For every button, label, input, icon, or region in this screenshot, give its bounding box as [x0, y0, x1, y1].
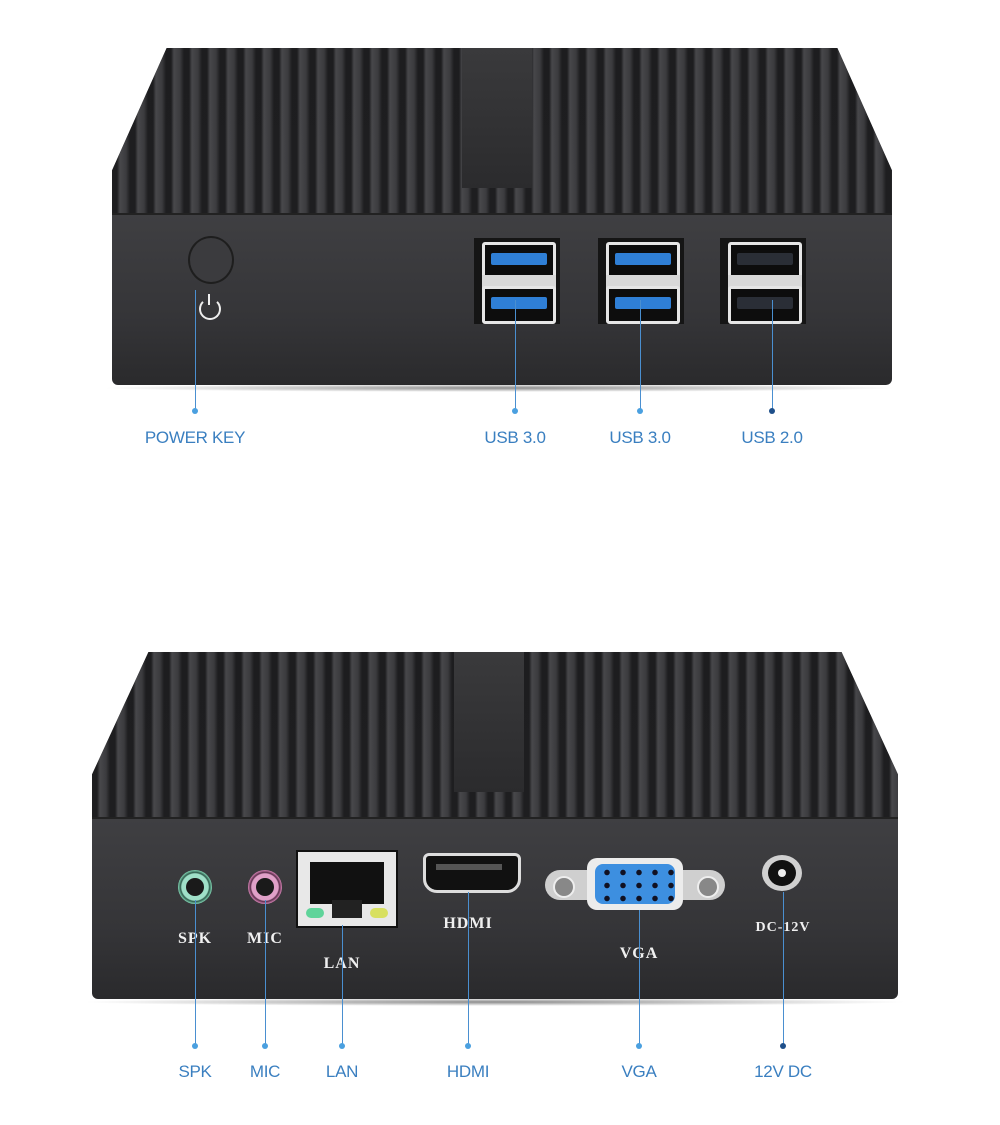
- heatsink-center-bar: [454, 652, 524, 792]
- callout-hdmi: HDMI: [446, 1062, 490, 1081]
- callout-12v-dc: 12V DC: [754, 1062, 812, 1081]
- mic-jack: [248, 870, 282, 904]
- panel-label-vga: VGA: [619, 945, 659, 962]
- callout-usb3-1: USB 3.0: [484, 428, 546, 447]
- power-icon: [199, 298, 221, 320]
- callout-spk: SPK: [178, 1062, 212, 1081]
- panel-label-lan: LAN: [323, 955, 361, 972]
- callout-lan: LAN: [325, 1062, 359, 1081]
- usb3-port-pair-1: [474, 238, 560, 324]
- lan-led-green: [306, 908, 324, 918]
- usb2-port-pair: [720, 238, 806, 324]
- callout-usb2: USB 2.0: [741, 428, 803, 447]
- panel-label-mic: MIC: [247, 930, 283, 947]
- callout-mic: MIC: [249, 1062, 281, 1081]
- panel-label-dc: DC-12V: [756, 920, 811, 936]
- vga-port: [545, 858, 725, 910]
- panel-label-hdmi: HDMI: [443, 915, 493, 932]
- power-icon-stem: [208, 294, 210, 305]
- power-button[interactable]: [188, 236, 234, 284]
- callout-power-key: POWER KEY: [144, 428, 246, 447]
- heatsink-center-bar: [462, 48, 532, 188]
- usb3-port-pair-2: [598, 238, 684, 324]
- lan-led-yellow: [370, 908, 388, 918]
- mini-pc-front-view: [112, 48, 892, 388]
- rear-panel: [92, 817, 898, 999]
- callout-usb3-2: USB 3.0: [609, 428, 671, 447]
- mini-pc-rear-view: [92, 652, 898, 1002]
- lan-port: [296, 850, 398, 928]
- hdmi-port: [423, 853, 521, 893]
- dc-power-jack: [762, 855, 802, 891]
- panel-label-spk: SPK: [177, 930, 213, 947]
- callout-vga: VGA: [621, 1062, 657, 1081]
- speaker-jack: [178, 870, 212, 904]
